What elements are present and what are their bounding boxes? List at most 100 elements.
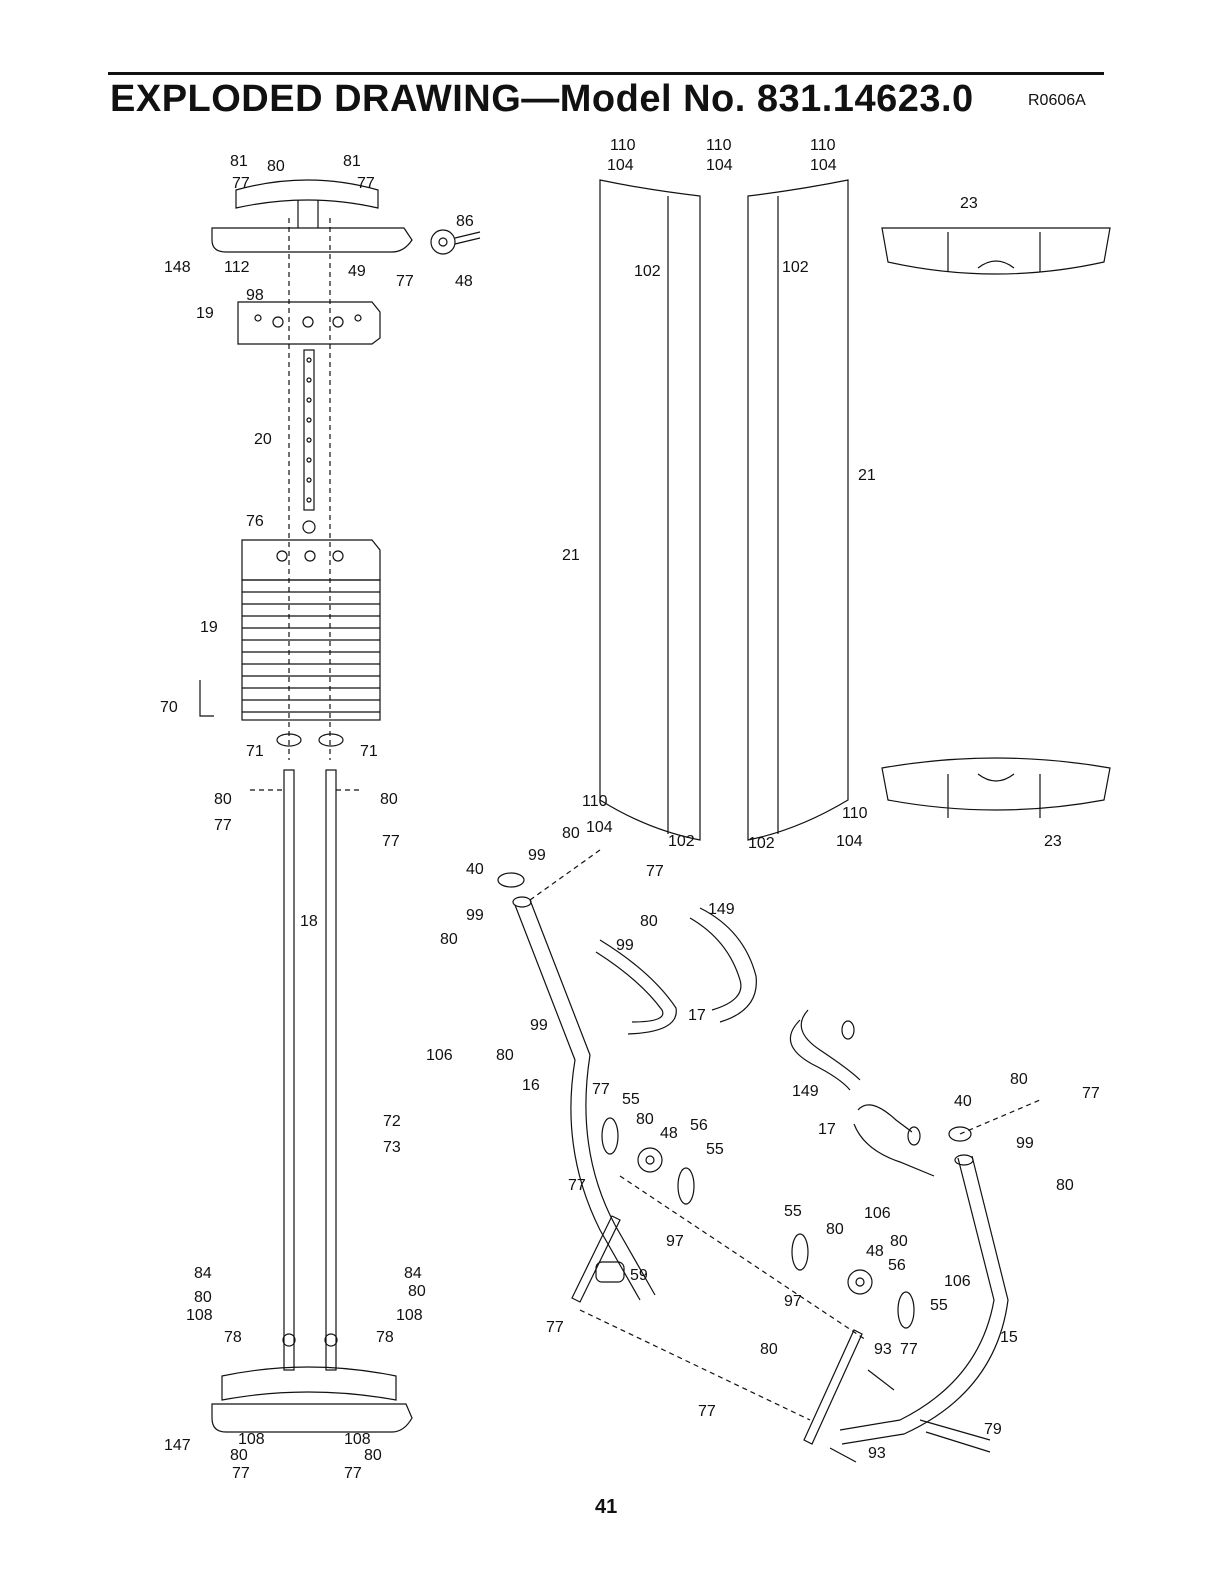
callout-80: 80 — [1056, 1177, 1074, 1194]
callout-108: 108 — [186, 1307, 213, 1324]
callout-17: 17 — [818, 1121, 836, 1138]
callout-77: 77 — [382, 833, 400, 850]
callout-77: 77 — [232, 1465, 250, 1482]
callout-76: 76 — [246, 513, 264, 530]
callout-77: 77 — [698, 1403, 716, 1420]
callout-104: 104 — [607, 157, 634, 174]
callout-21: 21 — [858, 467, 876, 484]
guide-rods-18 — [282, 769, 338, 1371]
callout-55: 55 — [706, 1141, 724, 1158]
bracket-59 — [571, 1215, 625, 1303]
callout-77: 77 — [546, 1319, 564, 1336]
callout-77: 77 — [357, 175, 375, 192]
dashed-leader-lines — [250, 218, 1041, 1421]
callout-80: 80 — [496, 1047, 514, 1064]
callout-86: 86 — [456, 213, 474, 230]
callout-80: 80 — [364, 1447, 382, 1464]
callout-110: 110 — [842, 805, 868, 822]
callout-149: 149 — [792, 1083, 819, 1100]
callout-99: 99 — [530, 1017, 548, 1034]
callout-15: 15 — [1000, 1329, 1018, 1346]
callout-98: 98 — [246, 287, 264, 304]
callout-80: 80 — [890, 1233, 908, 1250]
base-frame-147 — [211, 1366, 413, 1433]
callout-40: 40 — [466, 861, 484, 878]
callout-110: 110 — [582, 793, 608, 810]
callout-80: 80 — [1010, 1071, 1028, 1088]
callout-78: 78 — [376, 1329, 394, 1346]
callout-80: 80 — [194, 1289, 212, 1306]
page-number: 41 — [595, 1496, 618, 1518]
callout-77: 77 — [214, 817, 232, 834]
bolts-79-93 — [829, 1369, 991, 1463]
callout-48: 48 — [660, 1125, 678, 1142]
callout-23: 23 — [1044, 833, 1062, 850]
callout-21: 21 — [562, 547, 580, 564]
callout-80: 80 — [230, 1447, 248, 1464]
top-weight-plate — [237, 301, 381, 345]
callout-77: 77 — [646, 863, 664, 880]
callout-77: 77 — [1082, 1085, 1100, 1102]
shroud-cap-bottom-23 — [881, 757, 1111, 818]
callout-102: 102 — [782, 259, 809, 276]
callout-93: 93 — [874, 1341, 892, 1358]
callout-80: 80 — [636, 1111, 654, 1128]
callout-97: 97 — [666, 1233, 684, 1250]
callout-59: 59 — [630, 1267, 648, 1284]
callout-99: 99 — [1016, 1135, 1034, 1152]
page-title: EXPLODED DRAWING—Model No. 831.14623.0 — [110, 78, 974, 120]
handle-149-lower — [789, 1009, 861, 1091]
callout-55: 55 — [930, 1297, 948, 1314]
callout-19: 19 — [196, 305, 214, 322]
callout-40: 40 — [954, 1093, 972, 1110]
callout-104: 104 — [836, 833, 863, 850]
callout-78: 78 — [224, 1329, 242, 1346]
callout-18: 18 — [300, 913, 318, 930]
callout-71: 71 — [246, 743, 264, 760]
callout-labels: 81 80 81 77 77 86 148 112 49 77 48 98 19… — [160, 137, 1100, 1482]
pulley-48 — [430, 229, 481, 255]
cap-40-left — [497, 872, 525, 888]
callout-80: 80 — [562, 825, 580, 842]
callout-80: 80 — [408, 1283, 426, 1300]
callout-84: 84 — [404, 1265, 422, 1282]
callout-19: 19 — [200, 619, 218, 636]
callout-148: 148 — [164, 259, 191, 276]
callout-106: 106 — [864, 1205, 891, 1222]
callout-106: 106 — [944, 1273, 971, 1290]
callout-55: 55 — [622, 1091, 640, 1108]
callout-56: 56 — [888, 1257, 906, 1274]
callout-110: 110 — [610, 137, 636, 154]
callout-77: 77 — [232, 175, 250, 192]
callout-77: 77 — [396, 273, 414, 290]
callout-71: 71 — [360, 743, 378, 760]
callout-49: 49 — [348, 263, 366, 280]
bumpers-71 — [276, 733, 344, 747]
callout-77: 77 — [344, 1465, 362, 1482]
shroud-right-21 — [747, 179, 849, 841]
callout-80: 80 — [380, 791, 398, 808]
callout-80: 80 — [440, 931, 458, 948]
callout-97: 97 — [784, 1293, 802, 1310]
callout-81: 81 — [230, 153, 248, 170]
callout-102: 102 — [668, 833, 695, 850]
callout-147: 147 — [164, 1437, 191, 1454]
callout-17: 17 — [688, 1007, 706, 1024]
bracket-right — [803, 1329, 863, 1445]
callout-80: 80 — [267, 158, 285, 175]
callout-108: 108 — [396, 1307, 423, 1324]
cap-40-right — [948, 1126, 974, 1166]
callout-77: 77 — [592, 1081, 610, 1098]
callout-102: 102 — [634, 263, 661, 280]
callout-104: 104 — [586, 819, 613, 836]
callout-110: 110 — [706, 137, 732, 154]
shroud-cap-top-23 — [881, 227, 1111, 275]
callout-81: 81 — [343, 153, 361, 170]
frame-arm-15 — [839, 1155, 1009, 1445]
handle-17-lower — [853, 1104, 935, 1177]
drawing-code: R0606A — [1028, 92, 1086, 109]
callout-72: 72 — [383, 1113, 401, 1130]
weight-stack — [241, 539, 381, 721]
callout-99: 99 — [528, 847, 546, 864]
